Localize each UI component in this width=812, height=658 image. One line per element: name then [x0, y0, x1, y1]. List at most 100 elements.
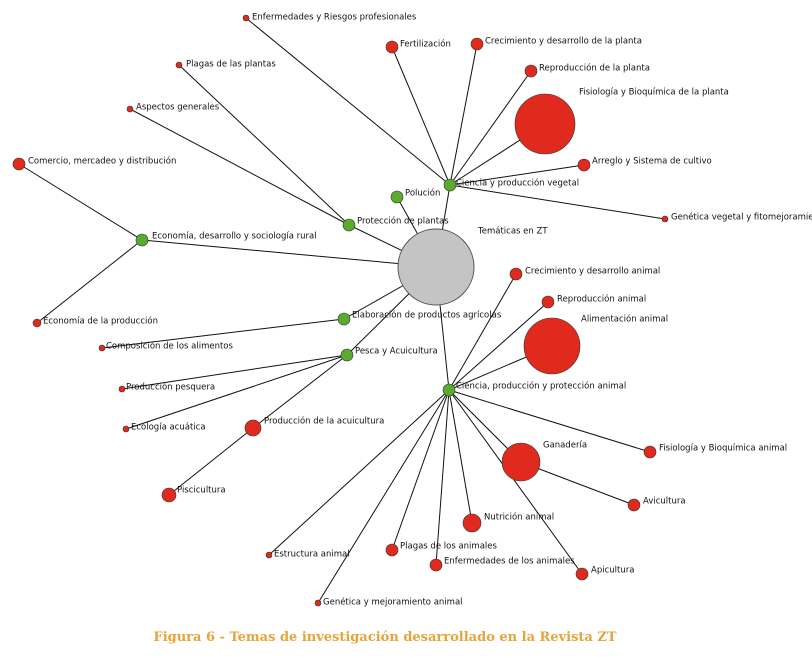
edge-cppa-pla — [391, 389, 450, 551]
edge-cpv-cdp — [449, 43, 478, 186]
leaf-node-nutricion-animal — [462, 513, 482, 533]
edge-pyac-pac — [252, 354, 348, 429]
node-label-crecimiento-y-desarrollo-animal: Crecimiento y desarrollo animal — [525, 267, 660, 277]
hub-node-ciencia-y-produccion-vegetal — [443, 178, 457, 192]
edge-cppa-api — [448, 389, 583, 575]
edge-pyac-ea — [125, 354, 348, 430]
edge-cppa-nan — [448, 389, 473, 524]
node-label-enfermedades-y-riesgos-profesionales: Enfermedades y Riesgos profesionales — [252, 13, 417, 23]
edge-cppa-cda — [448, 273, 517, 391]
edge-pyac-pp — [121, 354, 348, 390]
edge-ppl-asg — [129, 108, 350, 226]
leaf-node-fisiologia-y-bioquimica-de-la-planta — [514, 93, 576, 155]
leaf-node-ganaderia — [501, 442, 541, 482]
leaf-node-economia-de-la-produccion — [32, 318, 42, 328]
node-label-reproduccion-de-la-planta: Reproducción de la planta — [539, 63, 650, 74]
node-label-fertilizacion: Fertilización — [400, 39, 451, 50]
node-label-tematicas-en-zt: Temáticas en ZT — [477, 227, 548, 237]
edge-cpv-fer — [391, 46, 451, 186]
edge-cppa-fba — [448, 389, 651, 453]
leaf-node-alimentacion-animal — [523, 317, 581, 375]
edge-cpv-rep — [449, 70, 532, 186]
node-layer — [12, 14, 669, 607]
node-label-arreglo-y-sistema-de-cultivo: Arreglo y Sistema de cultivo — [592, 157, 712, 167]
leaf-node-fisiologia-y-bioquimica-animal — [643, 445, 657, 459]
node-label-composicion-de-los-alimentos: Composición de los alimentos — [106, 341, 234, 352]
leaf-node-arreglo-y-sistema-de-cultivo — [577, 158, 591, 172]
node-label-comercio-mercadeo-y-distribucion: Comercio, mercadeo y distribución — [28, 156, 176, 167]
node-label-fisiologia-y-bioquimica-animal: Fisiología y Bioquímica animal — [659, 444, 787, 454]
node-label-avicultura: Avicultura — [643, 497, 686, 507]
figure-caption: Figura 6 - Temas de investigación desarr… — [153, 630, 617, 645]
node-label-produccion-pesquera: Producción pesquera — [126, 382, 215, 393]
edge-cpv-erp — [245, 17, 451, 186]
node-label-ecologia-acuatica: Ecología acuática — [131, 423, 206, 433]
node-label-plagas-de-los-animales: Plagas de los animales — [400, 542, 497, 552]
leaf-node-crecimiento-y-desarrollo-animal — [509, 267, 523, 281]
edge-epa-cal — [101, 318, 345, 349]
node-label-elaboracion-de-productos-agricolas: Elaboración de productos agrícolas — [352, 310, 502, 321]
node-label-genetica-vegetal-y-fitomejoramiento: Genética vegetal y fitomejoramiento — [671, 212, 812, 223]
node-label-piscicultura: Piscicultura — [177, 486, 226, 496]
edge-cppa-ran — [448, 301, 549, 391]
node-label-aspectos-generales: Aspectos generales — [136, 103, 220, 113]
edge-pac-pis — [168, 427, 254, 496]
node-label-proteccion-de-plantas: Protección de plantas — [357, 216, 449, 227]
node-label-genetica-y-mejoramiento-animal: Genética y mejoramiento animal — [323, 597, 463, 608]
label-layer: Temáticas en ZT Ciencia y producción vege… — [28, 13, 812, 608]
node-label-ganaderia: Ganadería — [543, 441, 587, 451]
leaf-node-composicion-de-los-alimentos — [98, 344, 106, 352]
node-label-economia-desarrollo-y-sociologia-rural: Economía, desarrollo y sociología rural — [152, 232, 317, 242]
leaf-node-produccion-de-la-acuicultura — [244, 419, 262, 437]
edge-cppa-ean — [268, 389, 450, 556]
leaf-node-enfermedades-y-riesgos-profesionales — [242, 14, 250, 22]
root-node-tematicas-en-zt — [397, 228, 475, 306]
leaf-node-plagas-de-los-animales — [385, 543, 399, 557]
leaf-node-crecimiento-y-desarrollo-de-la-planta — [470, 37, 484, 51]
leaf-node-comercio-mercadeo-y-distribucion — [12, 157, 26, 171]
leaf-node-produccion-pesquera — [118, 385, 126, 393]
node-label-reproduccion-animal: Reproducción animal — [557, 294, 646, 305]
leaf-node-reproduccion-animal — [541, 295, 555, 309]
hub-node-pesca-y-acuicultura — [340, 348, 354, 362]
hub-node-ciencia-produccion-y-proteccion-animal — [442, 383, 456, 397]
edge-cppa-gma — [317, 389, 450, 604]
edge-cpv-asc — [449, 164, 585, 186]
node-label-ciencia-produccion-y-proteccion-animal: Ciencia, producción y protección animal — [456, 381, 626, 392]
leaf-node-piscicultura — [161, 487, 177, 503]
leaf-node-reproduccion-de-la-planta — [524, 64, 538, 78]
node-label-economia-de-la-produccion: Economía de la producción — [43, 316, 158, 327]
node-label-estructura-animal: Estructura animal — [274, 550, 350, 560]
leaf-node-plagas-de-las-plantas — [175, 61, 183, 69]
node-label-fisiologia-y-bioquimica-de-la-planta: Fisiología y Bioquímica de la planta — [579, 88, 729, 98]
node-label-crecimiento-y-desarrollo-de-la-planta: Crecimiento y desarrollo de la planta — [485, 37, 642, 47]
node-label-polucion: Polución — [405, 188, 440, 199]
edge-cpv-gvf — [449, 184, 666, 220]
hub-node-proteccion-de-plantas — [342, 218, 356, 232]
leaf-node-apicultura — [575, 567, 589, 581]
hub-node-elaboracion-de-productos-agricolas — [337, 312, 351, 326]
edge-gan-avi — [520, 461, 635, 506]
node-label-enfermedades-de-los-animales: Enfermedades de los animales — [444, 557, 575, 567]
hub-node-economia-desarrollo-y-sociologia-rural — [135, 233, 149, 247]
leaf-node-avicultura — [627, 498, 641, 512]
node-label-ciencia-y-produccion-vegetal: Ciencia y producción vegetal — [456, 178, 579, 189]
edge-ppl-plp — [178, 64, 350, 226]
node-label-pesca-y-acuicultura: Pesca y Acuicultura — [355, 347, 438, 357]
leaf-node-fertilizacion — [385, 40, 399, 54]
leaf-node-aspectos-generales — [126, 105, 134, 113]
node-label-alimentacion-animal: Alimentación animal — [581, 314, 668, 325]
node-label-apicultura: Apicultura — [591, 566, 634, 576]
edge-root-eco — [141, 239, 437, 268]
leaf-node-genetica-vegetal-y-fitomejoramiento — [661, 215, 669, 223]
edge-eco-epr — [36, 239, 143, 324]
leaf-node-ecologia-acuatica — [122, 425, 130, 433]
leaf-node-genetica-y-mejoramiento-animal — [314, 599, 322, 607]
edge-cppa-ena — [435, 389, 450, 566]
node-label-nutricion-animal: Nutrición animal — [484, 512, 554, 523]
edge-eco-cmd — [18, 163, 143, 241]
leaf-node-estructura-animal — [265, 551, 273, 559]
hub-node-polucion — [390, 190, 404, 204]
node-label-plagas-de-las-plantas: Plagas de las plantas — [186, 60, 276, 70]
